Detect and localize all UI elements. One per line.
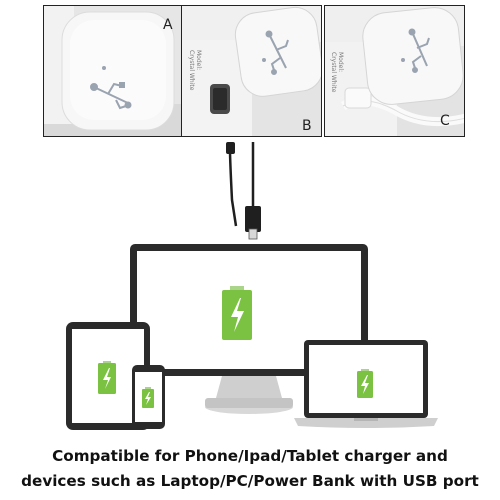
panel-letter-a: A [163,17,173,33]
battery-charging-icon [142,387,154,408]
devices-illustration [66,142,438,430]
photo-panel-b: Model: Crystal White B [181,5,322,137]
usb-cable [226,142,261,240]
battery-charging-icon [357,369,373,398]
panel-letter-b: B [302,118,312,134]
photo-panel-a: A [43,5,184,137]
model-label: Model: Crystal White [329,52,344,93]
model-label: Model: Crystal White [187,50,202,91]
panel-letter-c: C [440,113,450,129]
battery-charging-icon [98,361,116,394]
caption-line-2: devices such as Laptop/PC/Power Bank wit… [21,472,479,490]
caption-line-1: Compatible for Phone/Ipad/Tablet charger… [52,447,448,465]
usb-plug-icon [245,206,261,232]
micro-usb-plug-icon [226,142,235,154]
photo-panel-c: Model: Crystal White C [324,5,465,137]
battery-charging-icon [222,286,252,340]
usb-icon [90,66,132,110]
usb-icon [401,28,430,73]
usb-icon [262,30,289,75]
